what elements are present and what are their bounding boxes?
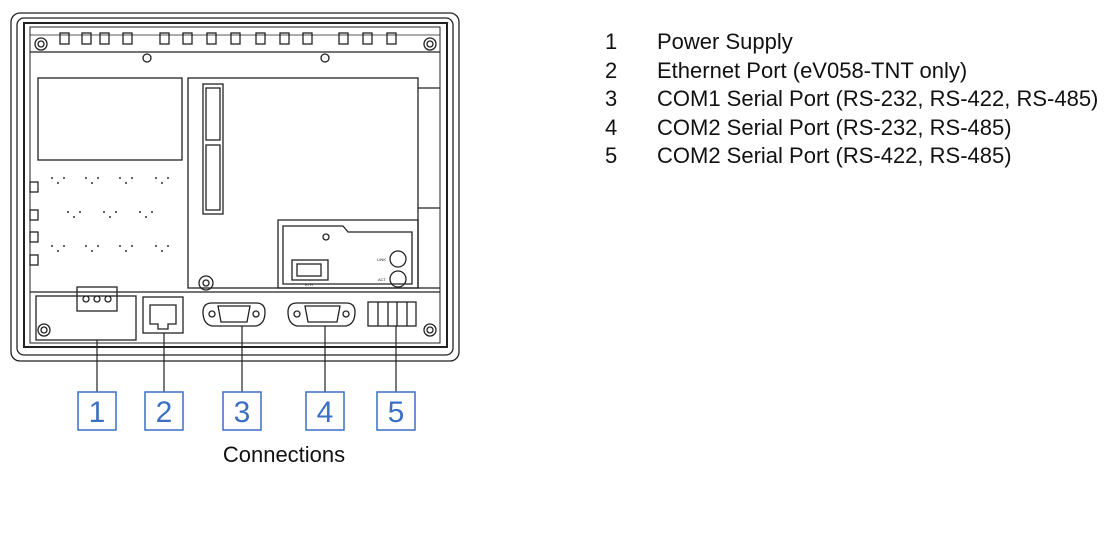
callout-box-5 [376,391,416,431]
callout-label-1: 1 [89,396,106,429]
legend-label: Power Supply [657,29,793,54]
ethernet-plug [291,259,329,281]
diagram-caption: Connections [222,442,346,467]
legend-item: 5 COM2 Serial Port (RS-422, RS-485) [605,142,1112,171]
legend-item: 3 COM1 Serial Port (RS-232, RS-422, RS-48… [605,85,1112,114]
corner-screw-icon [37,323,51,337]
legend-label: COM2 Serial Port (RS-232, RS-485) [657,114,1012,140]
callout-box-1 [77,391,117,431]
legend-number: 3 [605,86,618,111]
callout-label-5: 5 [388,396,405,429]
ventilation-holes [51,177,169,252]
legend-label: COM1 Serial Port (RS-232, RS-422, RS-485… [657,86,1099,111]
db9-port-com1 [202,302,266,327]
callout-box-3 [222,391,262,431]
legend-item: 1 Power Supply [605,28,1112,57]
callout-label-3: 3 [234,396,251,429]
corner-screw-icon [34,37,48,51]
legend-item: 4 COM2 Serial Port (RS-232, RS-485) [605,114,1112,143]
callout-box-2 [144,391,184,431]
corner-screw-icon [423,323,437,337]
legend-number: 4 [605,114,618,140]
callout-label-2: 2 [156,396,173,429]
device-frame [23,22,448,348]
callout-box-4 [305,391,345,431]
status-led-icon [389,270,407,288]
led-label-bottom: ACT [378,277,387,282]
corner-screw-icon [423,37,437,51]
legend-number: 2 [605,57,618,83]
connections-legend: 1 Power Supply 2 Ethernet Port (eV058-TNT … [605,28,1112,171]
device-housing-inner [16,17,454,356]
label-area [37,77,183,161]
legend-number: 5 [605,143,618,168]
device-housing-outer [10,12,460,362]
legend-number: 1 [605,29,618,54]
legend-label: COM2 Serial Port (RS-422, RS-485) [657,143,1012,168]
legend-label: Ethernet Port (eV058-TNT only) [657,57,968,83]
power-terminal-block [76,286,118,312]
callout-label-4: 4 [317,396,334,429]
led-label-top: LINK [377,257,386,262]
db9-port-com2 [287,302,356,327]
legend-item: 2 Ethernet Port (eV058-TNT only) [605,57,1112,86]
ethernet-plug-label: ETH [305,282,313,287]
rj45-port [142,296,184,334]
status-led-icon [389,250,407,268]
com2-terminal-block [367,301,417,327]
